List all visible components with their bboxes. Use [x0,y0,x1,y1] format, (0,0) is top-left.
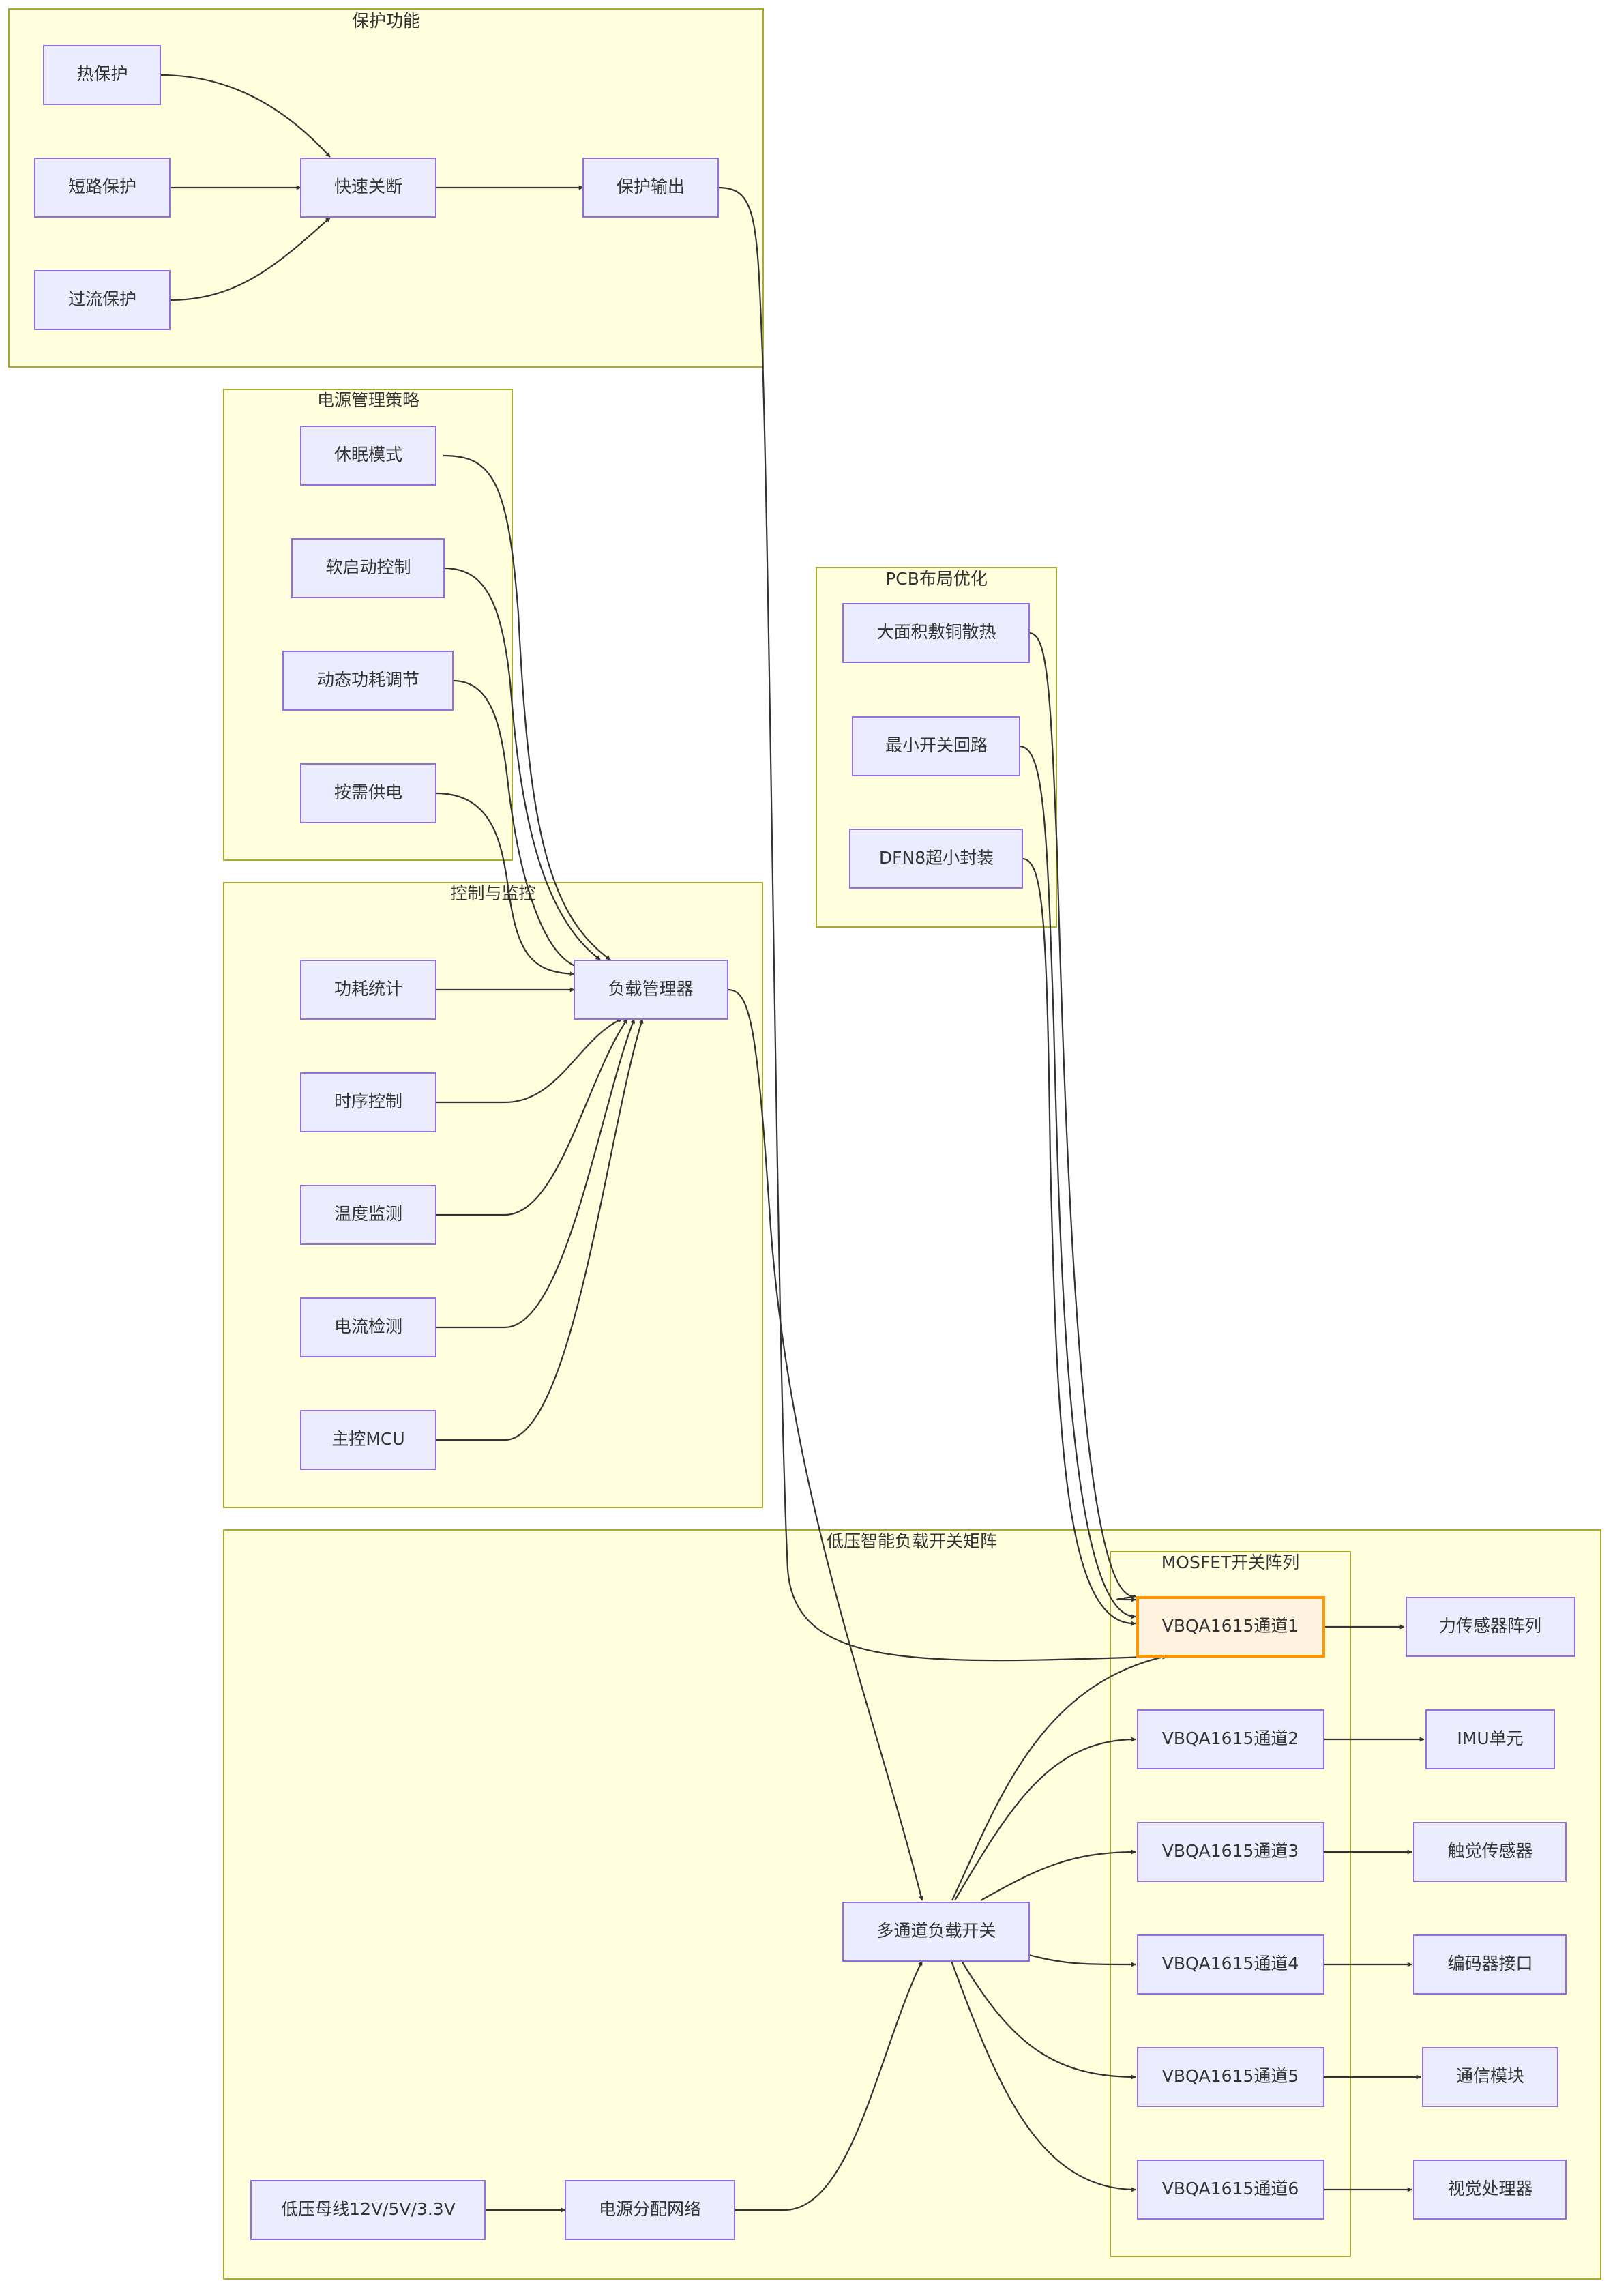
node-imu-unit-label: IMU单元 [1457,1728,1523,1748]
node-thermal-protection-label: 热保护 [76,64,128,84]
edge-multi-ch5 [961,1960,1136,2080]
node-main-mcu: 主控MCU [300,1410,436,1470]
node-on-demand-supply-label: 按需供电 [334,782,402,802]
node-channel-3: VBQA1615通道3 [1137,1822,1324,1882]
node-channel-6-label: VBQA1615通道6 [1162,2179,1299,2198]
node-channel-5: VBQA1615通道5 [1137,2047,1324,2107]
node-power-distribution: 电源分配网络 [565,2180,735,2240]
node-power-statistics-label: 功耗统计 [334,979,402,999]
node-dfn8-package: DFN8超小封装 [849,829,1023,889]
edge-timing-load-mgr [436,1018,623,1104]
edge-mcu-load-mgr [436,1018,644,1441]
node-vision-processor: 视觉处理器 [1413,2160,1567,2220]
node-current-sense: 电流检测 [300,1297,436,1357]
node-timing-control-label: 时序控制 [334,1091,402,1111]
node-soft-start-control: 软启动控制 [291,538,445,598]
edge-ondemand-load-mgr [435,792,575,977]
edge-multi-ch2 [954,1737,1136,1901]
node-copper-pour-heat-label: 大面积敷铜散热 [876,622,996,642]
edge-multi-ch6 [950,1960,1136,2192]
node-multi-channel-switch: 多通道负载开关 [842,1902,1030,1962]
node-channel-1: VBQA1615通道1 [1136,1596,1325,1658]
cluster-protect-label: 保护功能 [352,11,420,31]
cluster-mosfet-label: MOSFET开关阵列 [1161,1552,1300,1572]
node-tactile-sensor-label: 触觉传感器 [1447,1841,1532,1861]
node-channel-2-label: VBQA1615通道2 [1162,1728,1299,1748]
edge-multi-ch3 [980,1849,1136,1901]
edge-load-mgr-multi [727,988,923,1901]
edge-temp-load-mgr [436,1018,628,1216]
cluster-matrix-label: 低压智能负载开关矩阵 [827,1531,997,1551]
edge-current-load-mgr [436,1018,636,1329]
node-imu-unit: IMU单元 [1425,1709,1555,1769]
node-force-sensor-array-label: 力传感器阵列 [1439,1616,1541,1636]
node-overcurrent-protection: 过流保护 [34,270,171,330]
node-multi-channel-switch-label: 多通道负载开关 [876,1921,996,1941]
node-load-manager-label: 负载管理器 [608,979,693,999]
node-temperature-monitor-label: 温度监测 [334,1204,402,1224]
node-load-manager: 负载管理器 [574,960,728,1020]
cluster-pcb-label: PCB布局优化 [885,569,988,589]
node-temperature-monitor: 温度监测 [300,1185,436,1245]
node-encoder-interface: 编码器接口 [1413,1934,1567,1995]
node-copper-pour-heat: 大面积敷铜散热 [842,603,1030,663]
node-force-sensor-array: 力传感器阵列 [1406,1597,1575,1657]
edge-copper-ch1 [1028,632,1136,1602]
cluster-control-label: 控制与监控 [450,883,535,903]
node-on-demand-supply: 按需供电 [300,763,436,823]
node-vision-processor-label: 视觉处理器 [1447,2179,1532,2198]
node-dfn8-package-label: DFN8超小封装 [879,848,994,868]
node-comm-module-label: 通信模块 [1456,2066,1524,2086]
edge-sleep-load-mgr [443,454,611,960]
node-power-distribution-label: 电源分配网络 [599,2199,701,2219]
edge-thermal-fast-off [160,74,331,158]
edge-multi-ch1 [951,1654,1167,1901]
node-thermal-protection: 热保护 [43,45,161,105]
node-sleep-mode: 休眠模式 [300,426,436,486]
node-overcurrent-protection-label: 过流保护 [68,289,136,309]
node-channel-5-label: VBQA1615通道5 [1162,2066,1299,2086]
node-protection-output: 保护输出 [582,158,719,218]
node-dynamic-power-adjust-label: 动态功耗调节 [317,670,419,690]
edge-loop-ch1 [1019,745,1136,1619]
cluster-power-mgmt-label: 电源管理策略 [317,390,419,410]
node-protection-output-label: 保护输出 [617,177,685,196]
node-timing-control: 时序控制 [300,1072,436,1132]
node-low-voltage-bus: 低压母线12V/5V/3.3V [250,2180,486,2240]
node-fast-shutdown: 快速关断 [300,158,436,218]
node-channel-6: VBQA1615通道6 [1137,2160,1324,2220]
node-channel-4: VBQA1615通道4 [1137,1934,1324,1995]
edge-overcurrent-fast-off [169,217,331,301]
cluster-mosfet: MOSFET开关阵列 [1110,1551,1351,2257]
node-channel-4-label: VBQA1615通道4 [1162,1954,1299,1973]
edge-protect-out-ch1 [717,186,1169,1662]
edge-multi-ch4 [1028,1954,1136,1967]
node-channel-3-label: VBQA1615通道3 [1162,1841,1299,1861]
node-min-switch-loop-label: 最小开关回路 [885,735,988,755]
node-short-circuit-protection: 短路保护 [34,158,171,218]
edge-distrib-multi [735,1960,923,2211]
node-channel-1-label: VBQA1615通道1 [1162,1616,1299,1636]
edge-dynamic-load-mgr [452,679,584,971]
node-channel-2: VBQA1615通道2 [1137,1709,1324,1769]
node-power-statistics: 功耗统计 [300,960,436,1020]
node-short-circuit-protection-label: 短路保护 [68,177,136,196]
node-main-mcu-label: 主控MCU [331,1429,404,1449]
node-comm-module: 通信模块 [1422,2047,1558,2107]
node-dynamic-power-adjust: 动态功耗调节 [282,651,454,711]
node-sleep-mode-label: 休眠模式 [334,445,402,465]
node-fast-shutdown-label: 快速关断 [334,177,402,196]
node-current-sense-label: 电流检测 [334,1316,402,1336]
node-encoder-interface-label: 编码器接口 [1447,1954,1532,1973]
edge-softstart-load-mgr [443,567,601,960]
node-soft-start-control-label: 软启动控制 [325,557,411,577]
node-low-voltage-bus-label: 低压母线12V/5V/3.3V [281,2199,456,2219]
node-tactile-sensor: 触觉传感器 [1413,1822,1567,1882]
node-min-switch-loop: 最小开关回路 [852,716,1020,776]
edges [160,74,1425,2213]
edge-dfn8-ch1 [1022,857,1136,1626]
